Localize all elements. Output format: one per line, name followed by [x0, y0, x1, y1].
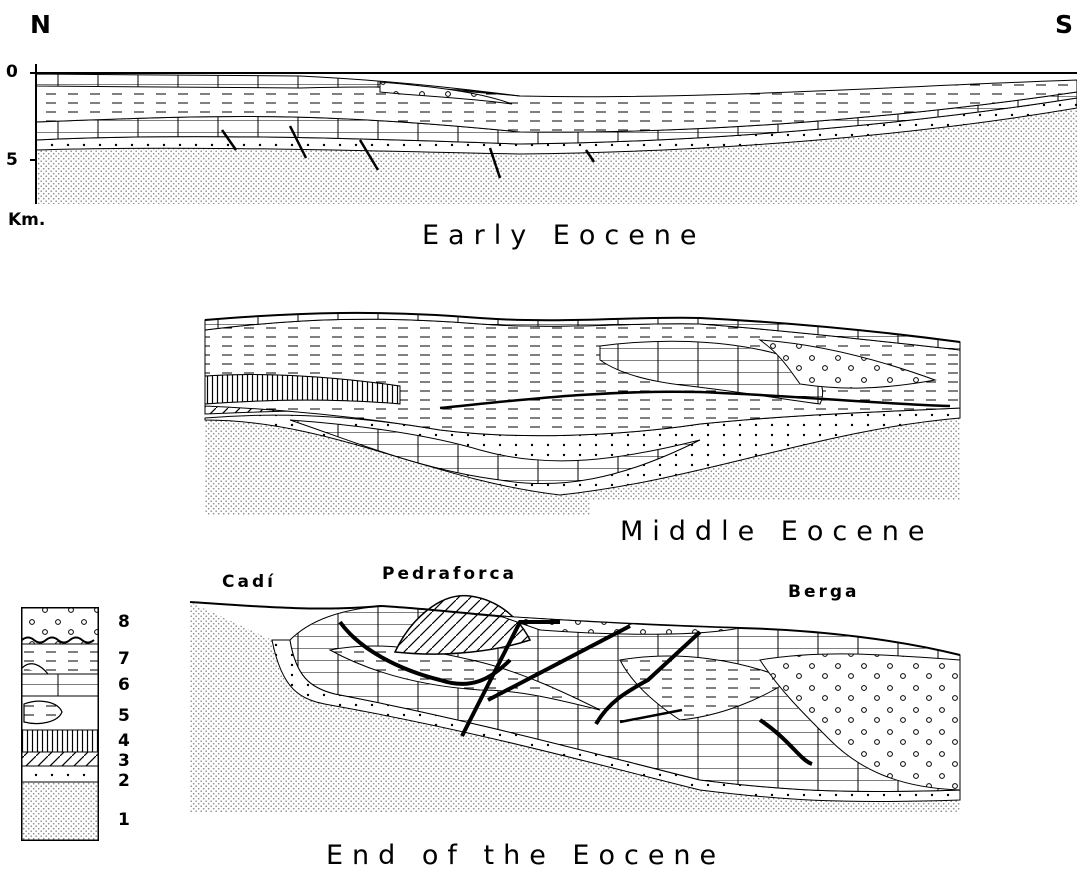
panel-title-early-eocene: Early Eocene	[422, 222, 706, 249]
legend-unit-1: 1	[118, 812, 130, 829]
panel-title-end-eocene: End of the Eocene	[326, 842, 725, 869]
place-label-cadi: Cadí	[222, 574, 276, 591]
legend-column	[22, 608, 98, 840]
middle-eocene-section	[205, 313, 960, 515]
panel-title-middle-eocene: Middle Eocene	[620, 518, 934, 545]
end-eocene-section	[190, 596, 960, 812]
early-eocene-section	[30, 64, 1077, 204]
legend-unit-3: 3	[118, 753, 130, 770]
legend-unit-4: 4	[118, 733, 130, 750]
depth-tick-0: 0	[6, 64, 18, 81]
depth-unit-label: Km.	[8, 212, 45, 229]
place-label-berga: Berga	[788, 584, 860, 601]
place-label-pedraforca: Pedraforca	[382, 566, 517, 583]
north-label: N	[30, 12, 51, 37]
legend-unit-5: 5	[118, 708, 130, 725]
depth-tick-5: 5	[6, 152, 18, 169]
legend-unit-6: 6	[118, 677, 130, 694]
legend-unit-7: 7	[118, 651, 130, 668]
legend-unit-8: 8	[118, 614, 130, 631]
legend-unit-2: 2	[118, 773, 130, 790]
south-label: S	[1055, 12, 1073, 37]
